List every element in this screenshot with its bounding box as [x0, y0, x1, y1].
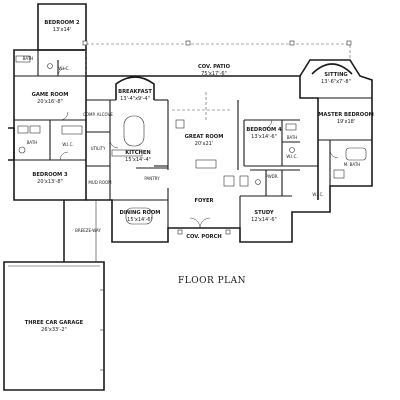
wic-master-label: W.I.C. — [312, 192, 323, 197]
m-bath-label: M. BATH — [344, 162, 361, 167]
study-dims: 12'x14'-6" — [251, 217, 277, 223]
breakfast-bay — [115, 76, 155, 100]
bedroom2-dims: 13'x14' — [53, 27, 71, 33]
game-room-label: GAME ROOM — [32, 92, 69, 98]
sitting-label: SITTING — [324, 72, 347, 78]
pwdr-label: PWDR. — [265, 174, 278, 179]
wic-left-label: W.I.C. — [62, 142, 73, 147]
garage-structure — [3, 200, 105, 391]
foyer-label: FOYER — [194, 198, 213, 204]
kitchen-label: KITCHEN — [125, 150, 151, 156]
covered-patio-outline — [82, 40, 352, 76]
plan-title: FLOOR PLAN — [178, 276, 246, 286]
bedroom3-dims: 20'x13'-8" — [37, 179, 63, 185]
wic-upper-label: W.I.C. — [58, 66, 69, 71]
door-swings — [57, 67, 339, 229]
exterior-walls — [8, 3, 373, 262]
room-labels: BEDROOM 2 13'x14' BATH W.I.C. GAME ROOM … — [23, 20, 374, 333]
dining-room-dims: 15'x14'-6" — [127, 217, 153, 223]
sitting-dims: 13'-6"x7'-8" — [321, 79, 351, 85]
garage-label: THREE CAR GARAGE — [25, 320, 84, 326]
breakfast-label: BREAKFAST — [118, 89, 152, 95]
cov-patio-label: COV. PATIO — [198, 64, 231, 70]
breakfast-dims: 13'-4"x9'-4" — [120, 96, 150, 102]
bedroom2-label: BEDROOM 2 — [44, 20, 80, 26]
breeze-way-label: BREEZE-WAY — [75, 228, 101, 233]
great-room-dims: 20'x21' — [195, 141, 213, 147]
overhead-beams — [172, 92, 232, 120]
wic-b4-label: W.I.C. — [286, 154, 297, 159]
mud-room-label: MUD ROOM — [88, 180, 112, 185]
sitting-bay — [311, 63, 353, 75]
game-room-dims: 20'x16'-8" — [37, 99, 63, 105]
great-room-label: GREAT ROOM — [185, 134, 224, 140]
bedroom4-label: BEDROOM 4 — [246, 127, 282, 133]
bath-b4-label: BATH — [287, 135, 298, 140]
kitchen-island — [123, 115, 145, 147]
cov-patio-dims: 75'x17'-6" — [201, 71, 227, 77]
bath-left-label: BATH — [27, 140, 38, 145]
interior-walls — [14, 50, 372, 228]
bath-upper-label: BATH — [23, 56, 34, 61]
bedroom4-dims: 13'x14'-6" — [251, 134, 277, 140]
cov-porch-label: COV. PORCH — [186, 234, 222, 240]
utility-label: UTILITY — [91, 146, 106, 151]
master-bedroom-label: MASTER BEDROOM — [318, 112, 374, 118]
bedroom3-label: BEDROOM 3 — [32, 172, 68, 178]
comp-alcove-label: COMP. ALCOVE — [83, 112, 113, 117]
kitchen-dims: 15'x14'-4" — [125, 157, 151, 163]
pantry-label: PANTRY — [144, 176, 160, 181]
garage-dims: 26'x33'-2" — [41, 327, 67, 333]
master-bedroom-dims: 19'x18' — [337, 119, 355, 125]
study-label: STUDY — [254, 210, 273, 216]
dining-room-label: DINING ROOM — [120, 210, 161, 216]
fixtures — [15, 55, 367, 235]
